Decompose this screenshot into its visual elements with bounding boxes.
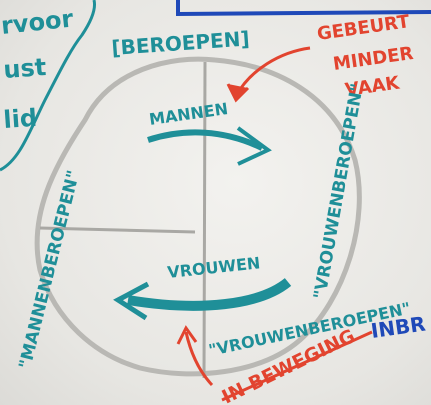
gebeurt-arrowhead [226, 83, 250, 103]
top-left-text-2: ust [2, 53, 47, 84]
gray-circle [34, 56, 362, 377]
speech-bubble-outline [0, 0, 96, 172]
top-left-text-3: lid [2, 104, 38, 134]
vrouwen-label: VROUWEN [166, 253, 261, 282]
mannen-label: MANNEN [148, 99, 229, 129]
blue-box-edge [176, 0, 431, 17]
top-left-text-1: rvoor [0, 5, 75, 40]
vrouwen-arrowhead [113, 281, 150, 321]
horizontal-axis [39, 226, 196, 234]
mannenberoepen-label: "MANNENBEROEPEN" [15, 168, 84, 371]
beroepen-title: [BEROEPEN] [111, 26, 251, 60]
minder-label: MINDER [332, 43, 415, 75]
gebeurt-label: GEBEURT [316, 11, 412, 45]
beweging-arrowhead [176, 325, 198, 345]
vrouwen-arrow [127, 278, 292, 311]
beweging-underline [221, 330, 373, 402]
beweging-arrow [184, 331, 214, 387]
mannen-arrow [147, 129, 264, 151]
mannen-arrowhead [236, 126, 272, 166]
vertical-axis [202, 61, 207, 379]
